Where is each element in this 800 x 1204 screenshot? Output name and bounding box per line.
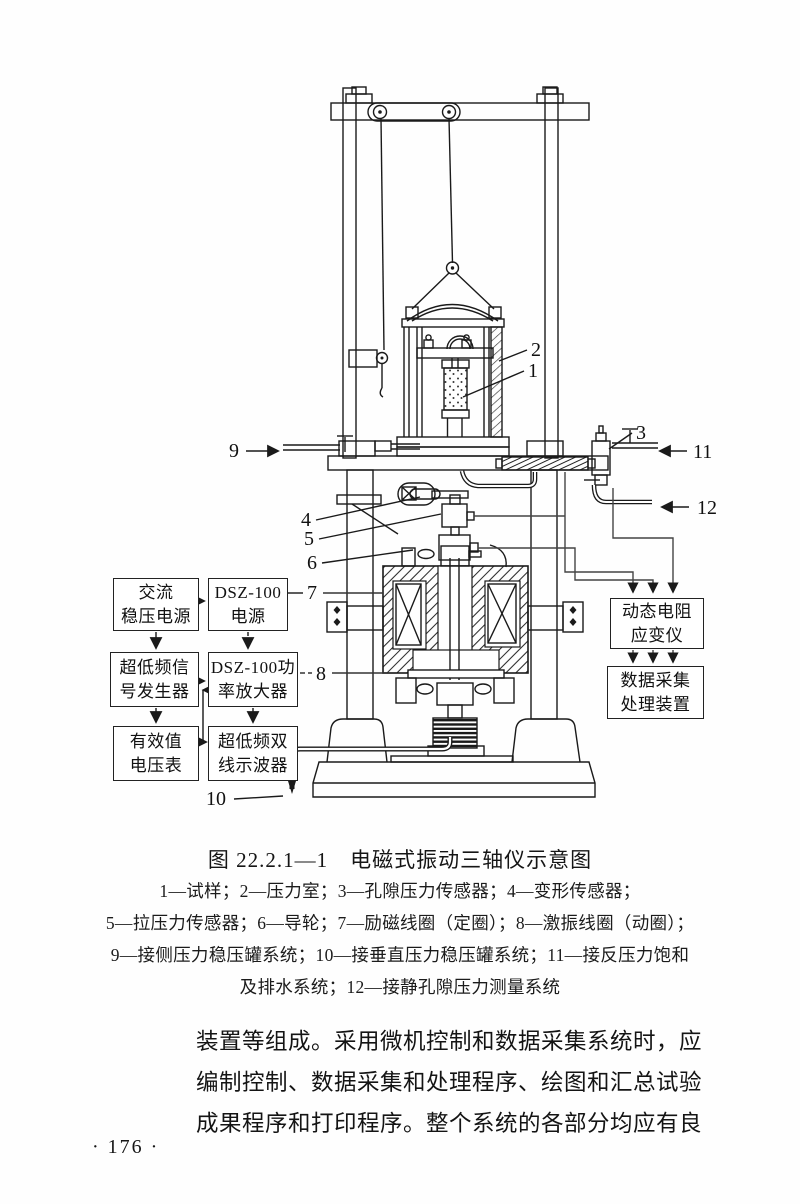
label-8: 8 bbox=[316, 663, 326, 685]
box-signal-generator-line2: 号发生器 bbox=[119, 681, 190, 701]
deformation-sensor bbox=[397, 482, 469, 506]
column-clamp bbox=[348, 349, 389, 398]
label-6: 6 bbox=[307, 552, 317, 574]
label-11: 11 bbox=[693, 441, 712, 463]
box-power-amplifier-line1: DSZ-100功 bbox=[210, 658, 296, 678]
piping bbox=[283, 428, 658, 794]
pore-pressure-sensor bbox=[591, 425, 611, 486]
box-daq-device-line2: 处理装置 bbox=[620, 694, 691, 714]
legend-line-3: 9—接侧压力稳压罐系统；10—接垂直压力稳压罐系统；11—接反压力饱和 bbox=[110, 944, 690, 965]
label-5: 5 bbox=[304, 528, 314, 550]
label-7: 7 bbox=[307, 582, 317, 604]
box-signal-generator: 超低频信 号发生器 bbox=[110, 652, 199, 707]
box-signal-generator-line1: 超低频信 bbox=[119, 658, 190, 678]
base-pedestal bbox=[312, 718, 596, 798]
legend-line-1: 1—试样；2—压力室；3—孔隙压力传感器；4—变形传感器； bbox=[159, 881, 641, 901]
side-bracket-right bbox=[527, 601, 584, 633]
box-oscilloscope-line2: 线示波器 bbox=[218, 755, 288, 775]
specimen bbox=[441, 359, 470, 437]
box-oscilloscope-line1: 超低频双 bbox=[218, 732, 288, 752]
flowchart-arrows bbox=[149, 592, 397, 749]
stator-coil-right bbox=[487, 583, 517, 644]
box-rms-voltmeter: 有效值 电压表 bbox=[113, 726, 199, 781]
side-bracket-left bbox=[326, 601, 384, 633]
work-platform bbox=[327, 440, 609, 535]
moving-coil bbox=[395, 669, 515, 719]
label-1: 1 bbox=[528, 360, 538, 382]
label-9: 9 bbox=[229, 440, 239, 462]
triangular-hanger bbox=[405, 261, 502, 319]
box-dsz-power-line2: 电源 bbox=[230, 606, 266, 626]
box-ac-supply-line2: 稳压电源 bbox=[121, 606, 191, 626]
box-dsz-power: DSZ-100 电源 bbox=[208, 578, 288, 631]
box-power-amplifier-line2: 率放大器 bbox=[218, 681, 288, 701]
box-oscilloscope: 超低频双 线示波器 bbox=[208, 726, 298, 781]
stator-coil-left bbox=[395, 583, 422, 646]
electromagnet-assembly bbox=[326, 544, 584, 749]
body-line-2: 编制控制、数据采集和处理程序、绘图和汇总试验 bbox=[196, 1069, 703, 1095]
label-4: 4 bbox=[301, 509, 311, 531]
sensor-wiring bbox=[474, 472, 679, 664]
page-number: · 176 · bbox=[92, 1136, 160, 1158]
box-rms-voltmeter-line2: 电压表 bbox=[129, 755, 183, 775]
label-2: 2 bbox=[531, 339, 541, 361]
apparatus-diagram: 1 2 3 4 5 6 7 8 9 10 11 12 bbox=[149, 86, 717, 810]
legend-line-4: 及排水系统；12—接静孔隙压力测量系统 bbox=[239, 976, 561, 997]
pressure-chamber bbox=[396, 303, 510, 457]
body-line-3: 成果程序和打印程序。整个系统的各部分均应有良 bbox=[196, 1110, 703, 1136]
box-dsz-power-line1: DSZ-100 bbox=[214, 583, 282, 603]
box-ac-supply: 交流 稳压电源 bbox=[113, 578, 199, 631]
body-text: 装置等组成。采用微机控制和数据采集系统时，应 编制控制、数据采集和处理程序、绘图… bbox=[196, 1022, 720, 1145]
figure-caption: 图 22.2.1—1 电磁式振动三轴仪示意图 bbox=[207, 848, 593, 872]
label-12: 12 bbox=[697, 497, 717, 519]
bellows bbox=[432, 717, 478, 749]
box-rms-voltmeter-line1: 有效值 bbox=[129, 732, 183, 752]
box-ac-supply-line1: 交流 bbox=[138, 583, 174, 603]
box-strain-meter: 动态电阻 应变仪 bbox=[610, 598, 704, 649]
body-line-1: 装置等组成。采用微机控制和数据采集系统时，应 bbox=[196, 1029, 703, 1054]
label-10: 10 bbox=[206, 788, 226, 810]
force-sensor bbox=[438, 494, 479, 561]
box-daq-device-line1: 数据采集 bbox=[620, 671, 691, 691]
box-strain-meter-line1: 动态电阻 bbox=[622, 602, 692, 622]
guide-wheel bbox=[401, 544, 507, 568]
box-daq-device: 数据采集 处理装置 bbox=[607, 666, 704, 719]
box-strain-meter-line2: 应变仪 bbox=[630, 625, 684, 645]
box-power-amplifier: DSZ-100功 率放大器 bbox=[208, 652, 298, 707]
figure-legend: 1—试样；2—压力室；3—孔隙压力传感器；4—变形传感器； 5—拉压力传感器；6… bbox=[60, 876, 740, 1003]
pulley-bar bbox=[367, 102, 461, 122]
part-labels: 1 2 3 4 5 6 7 8 9 10 11 12 bbox=[206, 339, 717, 810]
label-3: 3 bbox=[636, 422, 646, 444]
legend-line-2: 5—拉压力传感器；6—导轮；7—励磁线圈（定圈）；8—激振线圈（动圈）； bbox=[105, 912, 695, 933]
